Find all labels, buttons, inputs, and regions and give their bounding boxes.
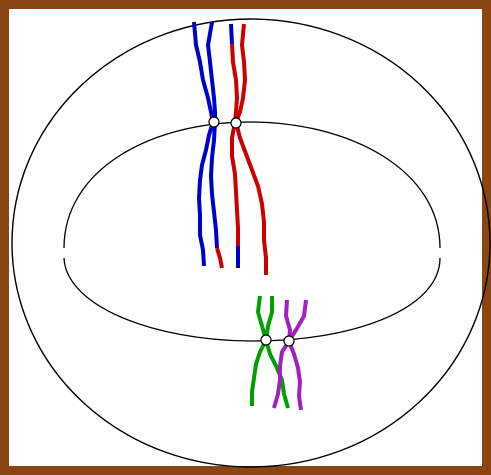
tetrad-large	[194, 22, 266, 275]
tetrad-small	[252, 296, 306, 410]
chromatid-red-1-main	[232, 44, 238, 246]
equatorial-ring-top	[64, 122, 440, 248]
chromatid-red-2	[236, 24, 266, 275]
chromatid-green-1	[252, 296, 266, 406]
chromatid-purple-2	[289, 300, 306, 410]
chromatid-red-1-top-blue	[231, 24, 232, 44]
chromatid-blue-2-mid	[211, 122, 217, 248]
equatorial-ring-bottom	[64, 258, 440, 341]
centromere-red	[231, 118, 241, 128]
centromere-blue	[209, 117, 219, 127]
chromatid-blue-2-bottom-red	[217, 248, 222, 268]
centromere-purple	[284, 336, 294, 346]
centromere-green	[261, 335, 271, 345]
